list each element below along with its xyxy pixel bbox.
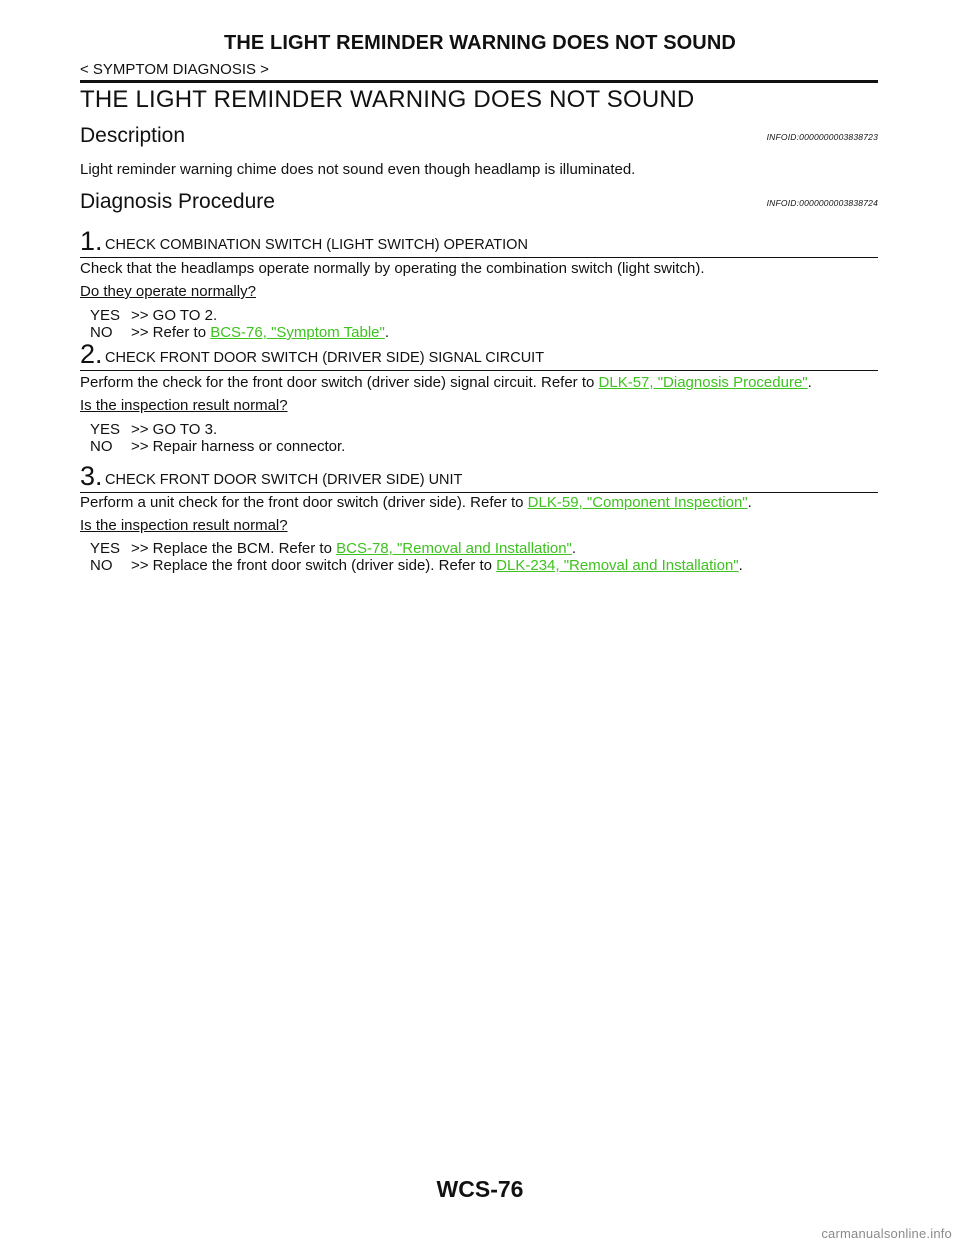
step-3-title: CHECK FRONT DOOR SWITCH (DRIVER SIDE) UN… [105, 472, 463, 488]
no-text: >> Refer to [131, 324, 211, 341]
yes-text: >> GO TO 2. [131, 307, 218, 324]
step-2-question: Is the inspection result normal? [80, 397, 288, 414]
step-3-number: 3. [80, 461, 103, 491]
step-1-no: NO >> Refer to BCS-76, "Symptom Table". [90, 324, 389, 341]
description-heading-row: Description INFOID:0000000003838723 [80, 118, 878, 148]
yes-key: YES [90, 307, 121, 324]
step-2-no: NO >> Repair harness or connector. [90, 438, 345, 455]
yes-key: YES [90, 421, 121, 438]
yes-suffix: . [571, 540, 577, 557]
page-title: THE LIGHT REMINDER WARNING DOES NOT SOUN… [80, 86, 695, 113]
no-key: NO [90, 438, 113, 455]
step-3-text-suffix: . [747, 494, 752, 511]
no-key: NO [90, 557, 113, 574]
step-3-text-body: Perform a unit check for the front door … [80, 494, 528, 511]
description-text: Light reminder warning chime does not so… [80, 161, 636, 178]
watermark: carmanualsonline.info [821, 1226, 952, 1241]
no-text: >> Repair harness or connector. [131, 438, 346, 455]
step-3-yes: YES >> Replace the BCM. Refer to BCS-78, … [90, 540, 576, 557]
step-2-text-suffix: . [807, 374, 812, 391]
step-2-title: CHECK FRONT DOOR SWITCH (DRIVER SIDE) SI… [105, 350, 545, 366]
step-1-header: 1. CHECK COMBINATION SWITCH (LIGHT SWITC… [80, 227, 878, 258]
step-3-header: 3. CHECK FRONT DOOR SWITCH (DRIVER SIDE)… [80, 462, 878, 493]
step-3-text: Perform a unit check for the front door … [80, 494, 752, 511]
bcs-76-link[interactable]: BCS-76, "Symptom Table" [210, 324, 385, 341]
procedure-heading: Diagnosis Procedure [80, 190, 275, 213]
dlk-57-link[interactable]: DLK-57, "Diagnosis Procedure" [598, 374, 808, 391]
bcs-78-link[interactable]: BCS-78, "Removal and Installation" [336, 540, 572, 557]
step-1-text: Check that the headlamps operate normall… [80, 260, 705, 277]
no-suffix: . [384, 324, 389, 341]
no-suffix: . [738, 557, 743, 574]
running-header-title: THE LIGHT REMINDER WARNING DOES NOT SOUN… [224, 32, 736, 54]
step-2-header: 2. CHECK FRONT DOOR SWITCH (DRIVER SIDE)… [80, 340, 878, 371]
procedure-heading-row: Diagnosis Procedure INFOID:0000000003838… [80, 184, 878, 214]
step-1-question: Do they operate normally? [80, 283, 256, 300]
yes-text: >> Replace the BCM. Refer to [131, 540, 337, 557]
header-rule [80, 80, 878, 83]
step-2-yes: YES >> GO TO 3. [90, 421, 217, 438]
yes-key: YES [90, 540, 121, 557]
step-1-number: 1. [80, 226, 103, 256]
step-2-text: Perform the check for the front door swi… [80, 374, 812, 391]
section-breadcrumb: < SYMPTOM DIAGNOSIS > [80, 61, 269, 78]
no-text: >> Replace the front door switch (driver… [131, 557, 497, 574]
step-2-number: 2. [80, 339, 103, 369]
step-3-question: Is the inspection result normal? [80, 517, 288, 534]
step-3-no: NO >> Replace the front door switch (driv… [90, 557, 743, 574]
page-number: WCS-76 [436, 1176, 524, 1202]
dlk-59-link[interactable]: DLK-59, "Component Inspection" [527, 494, 748, 511]
yes-text: >> GO TO 3. [131, 421, 218, 438]
procedure-infoid: INFOID:0000000003838724 [766, 198, 878, 208]
step-1-title: CHECK COMBINATION SWITCH (LIGHT SWITCH) … [105, 237, 528, 253]
step-2-text-body: Perform the check for the front door swi… [80, 374, 599, 391]
dlk-234-link[interactable]: DLK-234, "Removal and Installation" [496, 557, 739, 574]
description-infoid: INFOID:0000000003838723 [766, 132, 878, 142]
description-heading: Description [80, 124, 186, 147]
step-1-yes: YES >> GO TO 2. [90, 307, 217, 324]
no-key: NO [90, 324, 113, 341]
